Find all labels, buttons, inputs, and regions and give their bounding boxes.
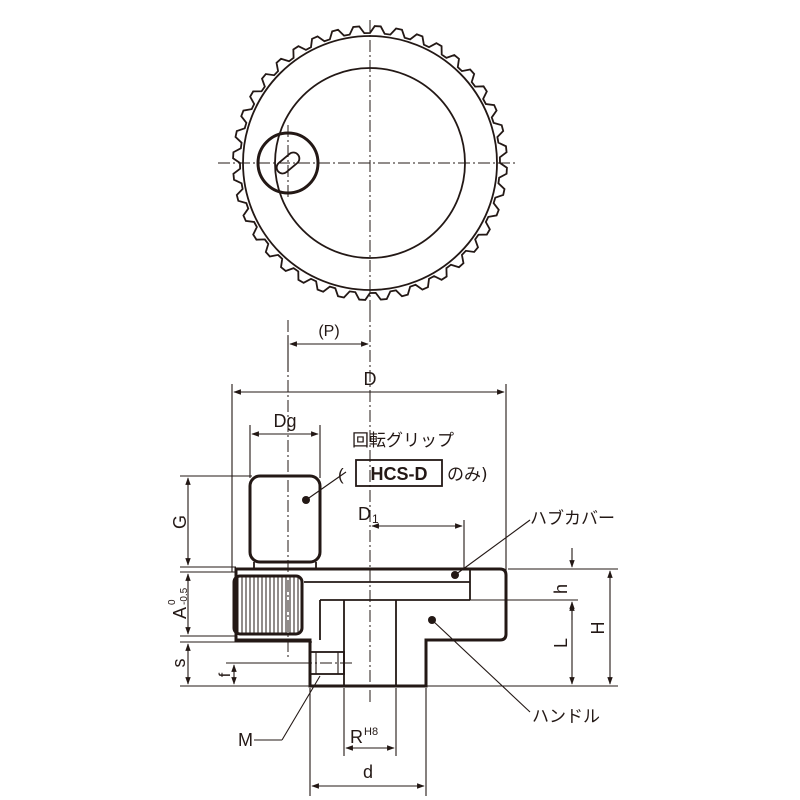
label-p: (P) (318, 323, 339, 340)
label-m: M (238, 730, 253, 750)
hcs-model-box (355, 459, 443, 487)
callout-hcs-model: HCS-D (371, 464, 428, 484)
label-d-bore: d (363, 762, 373, 782)
label-d1: D (358, 504, 371, 524)
callout-handle: ハンドル (532, 707, 600, 727)
handle-disc (234, 567, 508, 688)
callouts: 回転グリップ ( HCS-D のみ) ハブカバー ハンドル M (238, 431, 615, 750)
label-s: s (169, 659, 189, 668)
label-a-tol-lower: -0.5 (179, 587, 190, 605)
handle-leader (431, 619, 531, 713)
label-d1-sub: 1 (372, 512, 379, 526)
label-l: L (551, 638, 571, 648)
label-f: f (217, 672, 234, 677)
label-r-tol: H8 (364, 726, 378, 738)
callout-hcs-only: のみ) (447, 465, 488, 485)
label-h-small: h (551, 584, 571, 594)
top-view (218, 20, 518, 312)
callout-hub-cover: ハブカバー (530, 508, 615, 529)
knurled-grip-ring (232, 574, 304, 636)
callout-hcs-open: ( (338, 465, 344, 484)
label-r: R (350, 727, 363, 747)
label-dg: Dg (273, 411, 296, 431)
label-d: D (364, 369, 377, 389)
label-h: H (588, 622, 608, 635)
label-a: A (170, 607, 190, 619)
rotating-grip-body (248, 474, 322, 564)
grip-leader (305, 471, 347, 501)
dimensions: (P) D Dg D 1 G A 0 -0.5 s (167, 323, 618, 796)
m-leader-diag (281, 675, 321, 741)
label-g: G (170, 515, 190, 529)
callout-rotating-grip: 回転グリップ (352, 431, 454, 451)
knurl-hatching (237, 576, 299, 634)
slot-icon (275, 151, 301, 175)
label-a-tol-upper: 0 (167, 599, 178, 605)
side-view (232, 310, 508, 705)
hub-cover-leader (454, 519, 531, 576)
